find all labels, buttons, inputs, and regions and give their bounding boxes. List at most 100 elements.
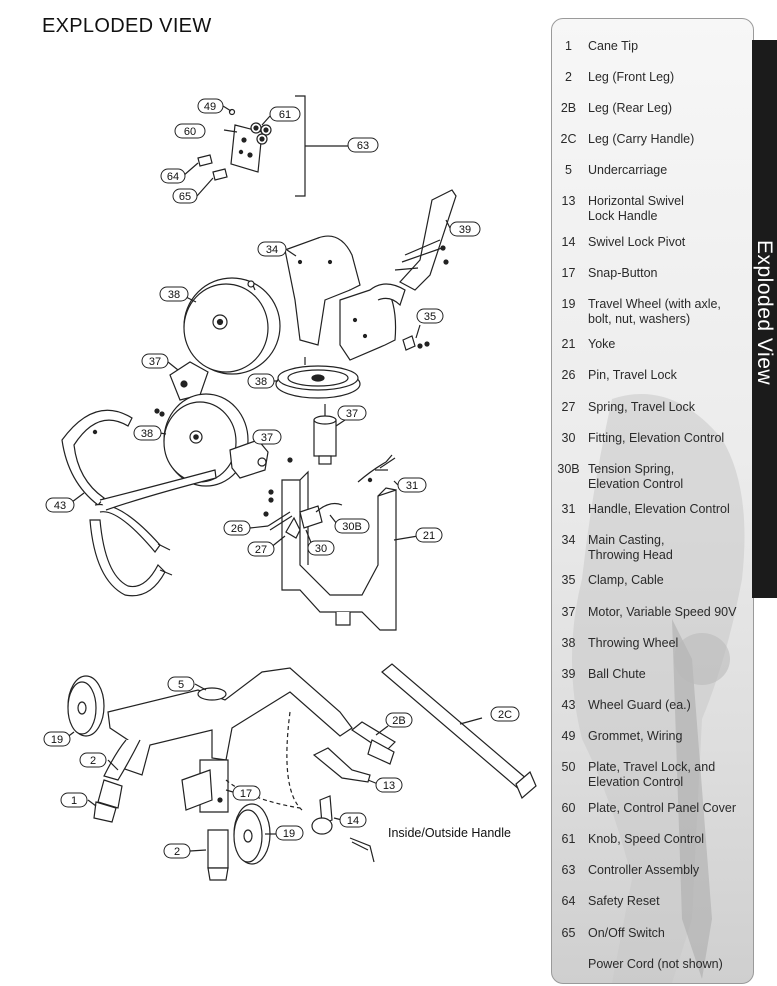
- part-description-line: Pin, Travel Lock: [588, 368, 677, 382]
- callout-text: 30: [315, 543, 327, 555]
- callout-labels: [43, 98, 520, 859]
- callout-5: [167, 676, 195, 692]
- part-description-line: Plate, Control Panel Cover: [588, 801, 736, 815]
- part-description: Tension Spring,Elevation Control: [588, 462, 750, 492]
- part-description: Snap-Button: [588, 266, 750, 281]
- part-description: Leg (Carry Handle): [588, 132, 750, 147]
- callout-60: [174, 123, 206, 139]
- callout-1: [60, 792, 88, 808]
- part-number: 35: [561, 573, 576, 587]
- part-number: 21: [561, 337, 576, 351]
- undercarriage-drawing: [93, 667, 353, 881]
- part-description-line: Elevation Control: [588, 775, 684, 789]
- callout-2B: [385, 712, 413, 728]
- part-number: 26: [561, 368, 576, 382]
- part-number: 34: [561, 533, 576, 547]
- throwing-wheel-top-drawing: [183, 277, 281, 375]
- part-description: Motor, Variable Speed 90V: [588, 605, 750, 620]
- callout-text: 37: [261, 432, 273, 444]
- ball-chute-drawing: [394, 189, 457, 291]
- callout-30: [307, 540, 335, 556]
- callout-text: 61: [279, 109, 291, 121]
- part-description: Pin, Travel Lock: [588, 368, 750, 383]
- callout-text: 2: [174, 846, 180, 858]
- throwing-head-drawing: [284, 235, 406, 361]
- callout-text: 60: [184, 126, 196, 138]
- callout-text: 31: [406, 480, 418, 492]
- part-number: 60: [561, 801, 576, 815]
- part-number: 27: [561, 400, 576, 414]
- callout-text: 1: [71, 795, 77, 807]
- callout-30B: [334, 518, 370, 534]
- part-number: 30: [561, 431, 576, 445]
- part-description-line: Horizontal Swivel: [588, 194, 684, 208]
- callout-text: 38: [141, 428, 153, 440]
- callout-37-bottom: [252, 429, 282, 445]
- part-description-line: Safety Reset: [588, 894, 660, 908]
- part-description-line: Main Casting,: [588, 533, 665, 547]
- part-description-line: Spring, Travel Lock: [588, 400, 695, 414]
- part-description-line: Leg (Front Leg): [588, 70, 675, 84]
- callout-17: [232, 785, 261, 801]
- part-number: 2: [565, 70, 572, 84]
- callout-26: [223, 520, 251, 536]
- callout-27: [247, 541, 275, 557]
- throwing-wheel-mid-drawing: [272, 357, 361, 399]
- travel-wheels-drawing: [65, 675, 276, 865]
- part-number: 30B: [557, 462, 580, 476]
- callout-text: 63: [357, 140, 369, 152]
- part-description-line: Knob, Speed Control: [588, 832, 705, 846]
- part-number: 49: [561, 729, 576, 743]
- cable-clamp-drawing: [402, 324, 430, 351]
- part-description: Controller Assembly: [588, 863, 750, 878]
- part-description-line: Leg (Carry Handle): [588, 132, 695, 146]
- page-title: EXPLODED VIEW: [42, 15, 212, 37]
- callout-numbers: 49 61 60 63 64 65 34 39 38 35 37 38 37 3…: [51, 101, 512, 858]
- section-side-tab: [752, 40, 777, 598]
- part-number: 39: [561, 667, 576, 681]
- callout-text: 19: [283, 828, 295, 840]
- callout-35: [416, 308, 444, 324]
- part-description: On/Off Switch: [588, 926, 750, 941]
- throwing-wheel-bottom-drawing: [154, 393, 269, 487]
- part-description: Power Cord (not shown): [588, 957, 750, 972]
- callout-text: 37: [346, 408, 358, 420]
- controller-assembly-drawing: [182, 95, 350, 197]
- callout-text: 14: [347, 815, 359, 827]
- callout-text: 2C: [498, 709, 512, 721]
- side-tab-label: Exploded View: [753, 240, 776, 386]
- callout-38-bottom: [133, 425, 162, 441]
- part-description-line: Throwing Wheel: [588, 636, 679, 650]
- callout-49: [197, 98, 224, 114]
- yoke-drawing: [249, 454, 419, 631]
- inside-outside-handle-label: Inside/Outside Handle: [388, 826, 511, 840]
- part-number: 31: [561, 502, 576, 516]
- part-number: 17: [561, 266, 576, 280]
- part-description: Main Casting,Throwing Head: [588, 533, 750, 563]
- part-number: 61: [561, 832, 576, 846]
- part-description: Leg (Rear Leg): [588, 101, 750, 116]
- callout-text: 37: [149, 356, 161, 368]
- pitcher-silhouette-watermark: [572, 394, 745, 983]
- part-description-line: Handle, Elevation Control: [588, 502, 730, 516]
- part-number: 14: [561, 235, 576, 249]
- callout-text: 38: [255, 376, 267, 388]
- part-number: 43: [561, 698, 576, 712]
- exploded-view-diagram: 49 61 60 63 64 65 34 39 38 35 37 38 37 3…: [43, 95, 537, 881]
- callout-61: [269, 106, 301, 122]
- callout-text: 39: [459, 224, 471, 236]
- callout-34: [257, 241, 287, 257]
- part-description-line: Power Cord (not shown): [588, 957, 723, 971]
- part-description-line: Clamp, Cable: [588, 573, 664, 587]
- callout-38-mid: [247, 373, 275, 389]
- callout-text: 65: [179, 191, 191, 203]
- callout-38-top: [159, 286, 189, 302]
- callout-19-left: [43, 731, 71, 747]
- part-description-line: Elevation Control: [588, 477, 684, 491]
- callout-21: [415, 527, 443, 543]
- callout-text: 34: [266, 244, 278, 256]
- part-description: Yoke: [588, 337, 750, 352]
- part-description: Fitting, Elevation Control: [588, 431, 750, 446]
- part-description: Travel Wheel (with axle,bolt, nut, washe…: [588, 297, 750, 327]
